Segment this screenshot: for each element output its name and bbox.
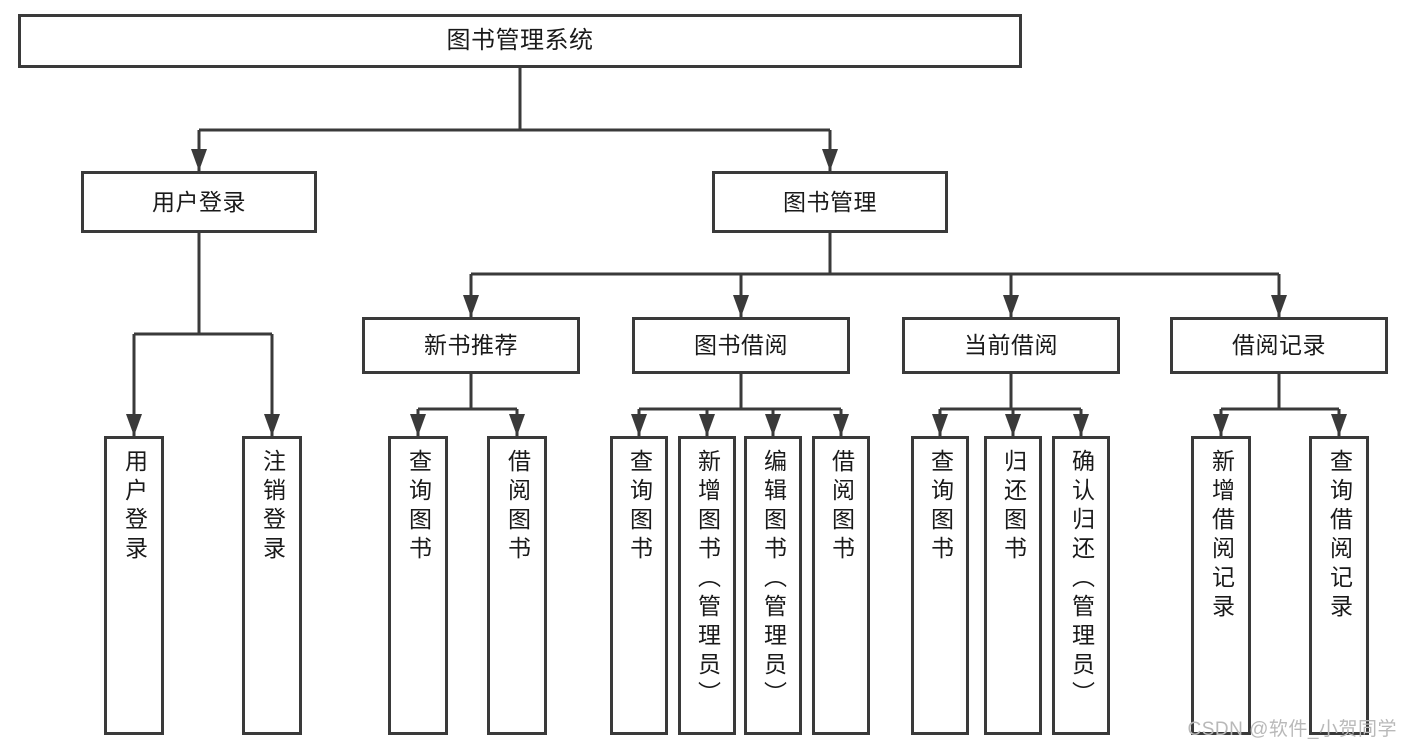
node-leaf-borrow-book-1[interactable]: 借阅图书 bbox=[487, 436, 547, 735]
arrowhead-borrow-record bbox=[1271, 295, 1287, 317]
arrowhead-leaf-user-login bbox=[126, 414, 142, 436]
node-label-book-borrow: 图书借阅 bbox=[694, 332, 788, 359]
node-leaf-confirm-return[interactable]: 确认归还（管理员） bbox=[1052, 436, 1110, 735]
node-leaf-user-login[interactable]: 用户登录 bbox=[104, 436, 164, 735]
node-label-leaf-edit-book: 编辑图书（管理员） bbox=[760, 449, 787, 710]
node-label-root: 图书管理系统 bbox=[446, 27, 594, 55]
node-leaf-query-book-3[interactable]: 查询图书 bbox=[911, 436, 969, 735]
node-label-user-login: 用户登录 bbox=[152, 188, 246, 215]
arrowhead-leaf-query-record bbox=[1331, 414, 1347, 436]
node-label-borrow-record: 借阅记录 bbox=[1232, 332, 1326, 359]
node-book-borrow[interactable]: 图书借阅 bbox=[632, 317, 850, 374]
node-leaf-return-book[interactable]: 归还图书 bbox=[984, 436, 1042, 735]
watermark: CSDN @软件_小贺同学 bbox=[1187, 719, 1397, 740]
node-leaf-query-record[interactable]: 查询借阅记录 bbox=[1309, 436, 1369, 735]
node-leaf-user-logout[interactable]: 注销登录 bbox=[242, 436, 302, 735]
arrowhead-new-book-rec bbox=[463, 295, 479, 317]
node-label-leaf-query-book-3: 查询图书 bbox=[927, 449, 954, 565]
node-label-book-mgmt: 图书管理 bbox=[783, 188, 877, 215]
arrowhead-user-login bbox=[191, 149, 207, 171]
node-leaf-edit-book[interactable]: 编辑图书（管理员） bbox=[744, 436, 802, 735]
node-label-leaf-return-book: 归还图书 bbox=[1000, 449, 1027, 565]
node-leaf-query-book-1[interactable]: 查询图书 bbox=[388, 436, 448, 735]
node-label-current-borrow: 当前借阅 bbox=[964, 332, 1058, 359]
arrowhead-leaf-add-book bbox=[699, 414, 715, 436]
arrowhead-leaf-return-book bbox=[1005, 414, 1021, 436]
node-label-leaf-add-record: 新增借阅记录 bbox=[1208, 449, 1235, 623]
arrowhead-book-borrow bbox=[733, 295, 749, 317]
arrowhead-book-mgmt bbox=[822, 149, 838, 171]
node-root[interactable]: 图书管理系统 bbox=[18, 14, 1022, 68]
arrowhead-leaf-borrow-book-1 bbox=[509, 414, 525, 436]
node-label-leaf-query-book-2: 查询图书 bbox=[626, 449, 653, 565]
arrowhead-leaf-query-book-2 bbox=[631, 414, 647, 436]
arrowhead-current-borrow bbox=[1003, 295, 1019, 317]
node-user-login[interactable]: 用户登录 bbox=[81, 171, 317, 233]
node-label-new-book-rec: 新书推荐 bbox=[424, 332, 518, 359]
node-label-leaf-user-login: 用户登录 bbox=[121, 449, 148, 565]
arrowhead-leaf-edit-book bbox=[765, 414, 781, 436]
node-current-borrow[interactable]: 当前借阅 bbox=[902, 317, 1120, 374]
node-label-leaf-query-book-1: 查询图书 bbox=[405, 449, 432, 565]
arrowhead-leaf-query-book-1 bbox=[410, 414, 426, 436]
node-book-mgmt[interactable]: 图书管理 bbox=[712, 171, 948, 233]
arrowhead-leaf-query-book-3 bbox=[932, 414, 948, 436]
arrowhead-leaf-user-logout bbox=[264, 414, 280, 436]
node-label-leaf-borrow-book-1: 借阅图书 bbox=[504, 449, 531, 565]
node-borrow-record[interactable]: 借阅记录 bbox=[1170, 317, 1388, 374]
node-new-book-rec[interactable]: 新书推荐 bbox=[362, 317, 580, 374]
arrowhead-leaf-borrow-book-2 bbox=[833, 414, 849, 436]
arrowhead-leaf-confirm-return bbox=[1073, 414, 1089, 436]
node-label-leaf-query-record: 查询借阅记录 bbox=[1326, 449, 1353, 623]
node-leaf-query-book-2[interactable]: 查询图书 bbox=[610, 436, 668, 735]
node-label-leaf-borrow-book-2: 借阅图书 bbox=[828, 449, 855, 565]
node-label-leaf-user-logout: 注销登录 bbox=[259, 449, 286, 565]
node-label-leaf-confirm-return: 确认归还（管理员） bbox=[1068, 449, 1095, 710]
node-leaf-add-record[interactable]: 新增借阅记录 bbox=[1191, 436, 1251, 735]
arrowhead-leaf-add-record bbox=[1213, 414, 1229, 436]
node-leaf-borrow-book-2[interactable]: 借阅图书 bbox=[812, 436, 870, 735]
node-leaf-add-book[interactable]: 新增图书（管理员） bbox=[678, 436, 736, 735]
node-label-leaf-add-book: 新增图书（管理员） bbox=[694, 449, 721, 710]
